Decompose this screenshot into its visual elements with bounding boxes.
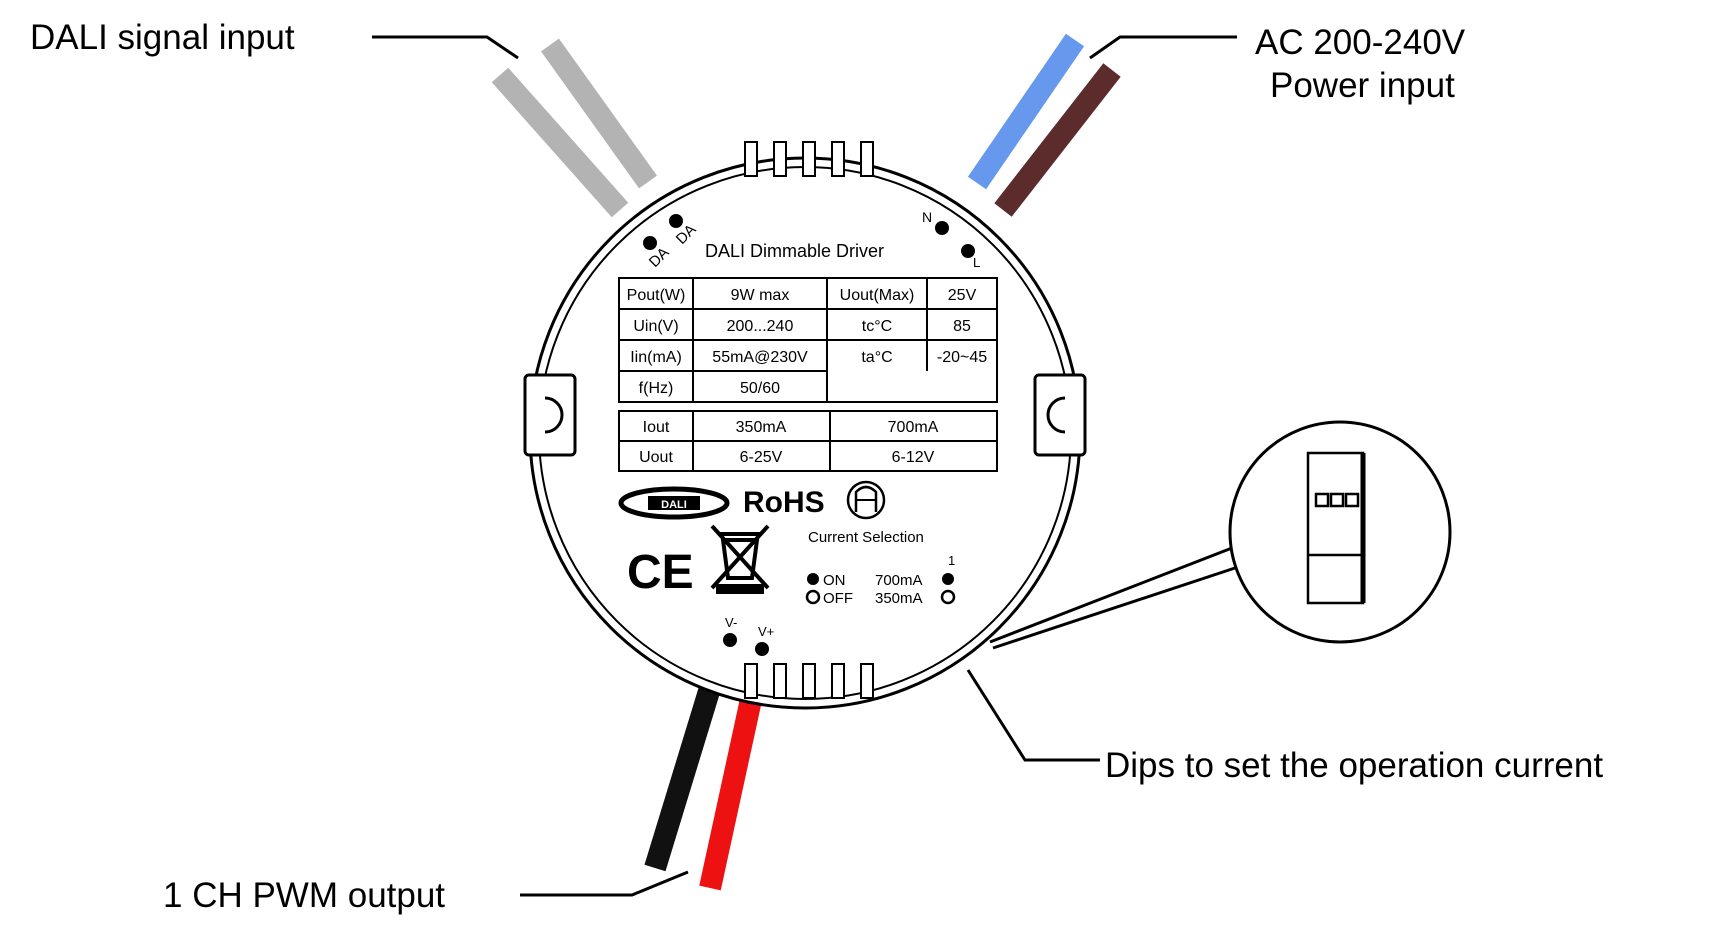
spec-cell: -20~45 [937,349,987,366]
device-title: DALI Dimmable Driver [705,241,884,261]
ac-voltage-label: AC 200-240V [1255,23,1466,62]
rohs-logo: RoHS [743,486,825,519]
dips-callout: Dips to set the operation current [966,669,1603,785]
terminal-vminus-dot [723,633,737,647]
on-label: ON [823,572,846,589]
spec-cell: 85 [953,318,971,335]
ac-input-callout: AC 200-240V Power input [1089,23,1466,105]
dali-input-callout: DALI signal input [30,18,519,60]
ce-mark: CE [627,546,694,599]
off-label: OFF [823,590,853,607]
off-legend-dot [805,589,821,605]
on-value: 700mA [875,572,923,589]
spec-cell: Pout(W) [627,287,686,304]
spec-cell: Iin(mA) [630,349,682,366]
spec-table-text: Pout(W) 9W max Uout(Max) 25V Uin(V) 200.… [627,287,988,397]
terminal-l-label: L [973,255,980,270]
dali-logo-text: DALI [661,499,687,511]
output-cell: Uout [639,449,673,466]
terminal-n-label: N [922,209,932,225]
dali-wires [491,38,657,218]
output-cell: 6-25V [740,449,783,466]
output-cell: 700mA [888,419,939,436]
spec-cell: Uout(Max) [840,287,915,304]
spec-cell: 50/60 [740,380,780,397]
ac-wires [967,33,1121,217]
pwm-output-callout: 1 CH PWM output [163,870,689,915]
spec-cell: 25V [948,287,977,304]
negative-wire [644,684,721,872]
left-mounting-ear [523,373,577,457]
terminal-vminus-label: V- [725,615,737,630]
right-mounting-ear [1033,373,1087,457]
pwm-output-label: 1 CH PWM output [163,876,445,915]
neutral-wire [967,33,1085,190]
output-table [618,410,998,472]
spec-cell: 9W max [731,287,790,304]
dali-wire-2 [541,38,657,189]
switch-on-dot [942,573,954,585]
spec-cell: tc°C [862,318,892,335]
spec-cell: ta°C [861,349,892,366]
output-cell: 6-12V [892,449,935,466]
live-wire [994,63,1121,217]
power-input-label: Power input [1270,66,1455,105]
terminal-vplus-label: V+ [758,624,774,639]
dali-logo: DALI [618,486,730,520]
dali-wire-1 [491,67,629,218]
current-selection-title: Current Selection [808,529,924,546]
positive-wire [699,692,763,891]
terminal-vplus-dot [755,642,769,656]
off-value: 350mA [875,590,923,607]
switch-off-dot [940,589,956,605]
switch-number: 1 [948,553,955,568]
top-vents [744,141,874,177]
pwm-wires [644,684,763,891]
output-cell: Iout [643,419,670,436]
spec-table [618,277,998,403]
dip-magnifier [989,420,1452,650]
weee-bin-icon [710,524,770,594]
approval-mark-icon [846,480,886,520]
spec-cell: 200...240 [727,318,794,335]
dip-switch-icon [1306,451,1366,605]
terminal-n-dot [935,221,949,235]
bottom-vents [744,663,874,699]
terminal-l-dot [961,244,975,258]
terminal-da2-dot [669,214,683,228]
spec-cell: Uin(V) [633,318,678,335]
output-cell: 350mA [736,419,787,436]
terminal-da1-dot [643,236,657,250]
dali-input-label: DALI signal input [30,18,295,57]
spec-cell: f(Hz) [639,380,674,397]
output-table-text: Iout 350mA 700mA Uout 6-25V 6-12V [639,419,939,466]
on-legend-dot [807,573,819,585]
spec-cell: 55mA@230V [712,349,808,366]
dips-label: Dips to set the operation current [1105,746,1603,785]
driver-body: DA DA N L V- V+ DALI Dimmable Driver Pou… [523,141,1087,710]
